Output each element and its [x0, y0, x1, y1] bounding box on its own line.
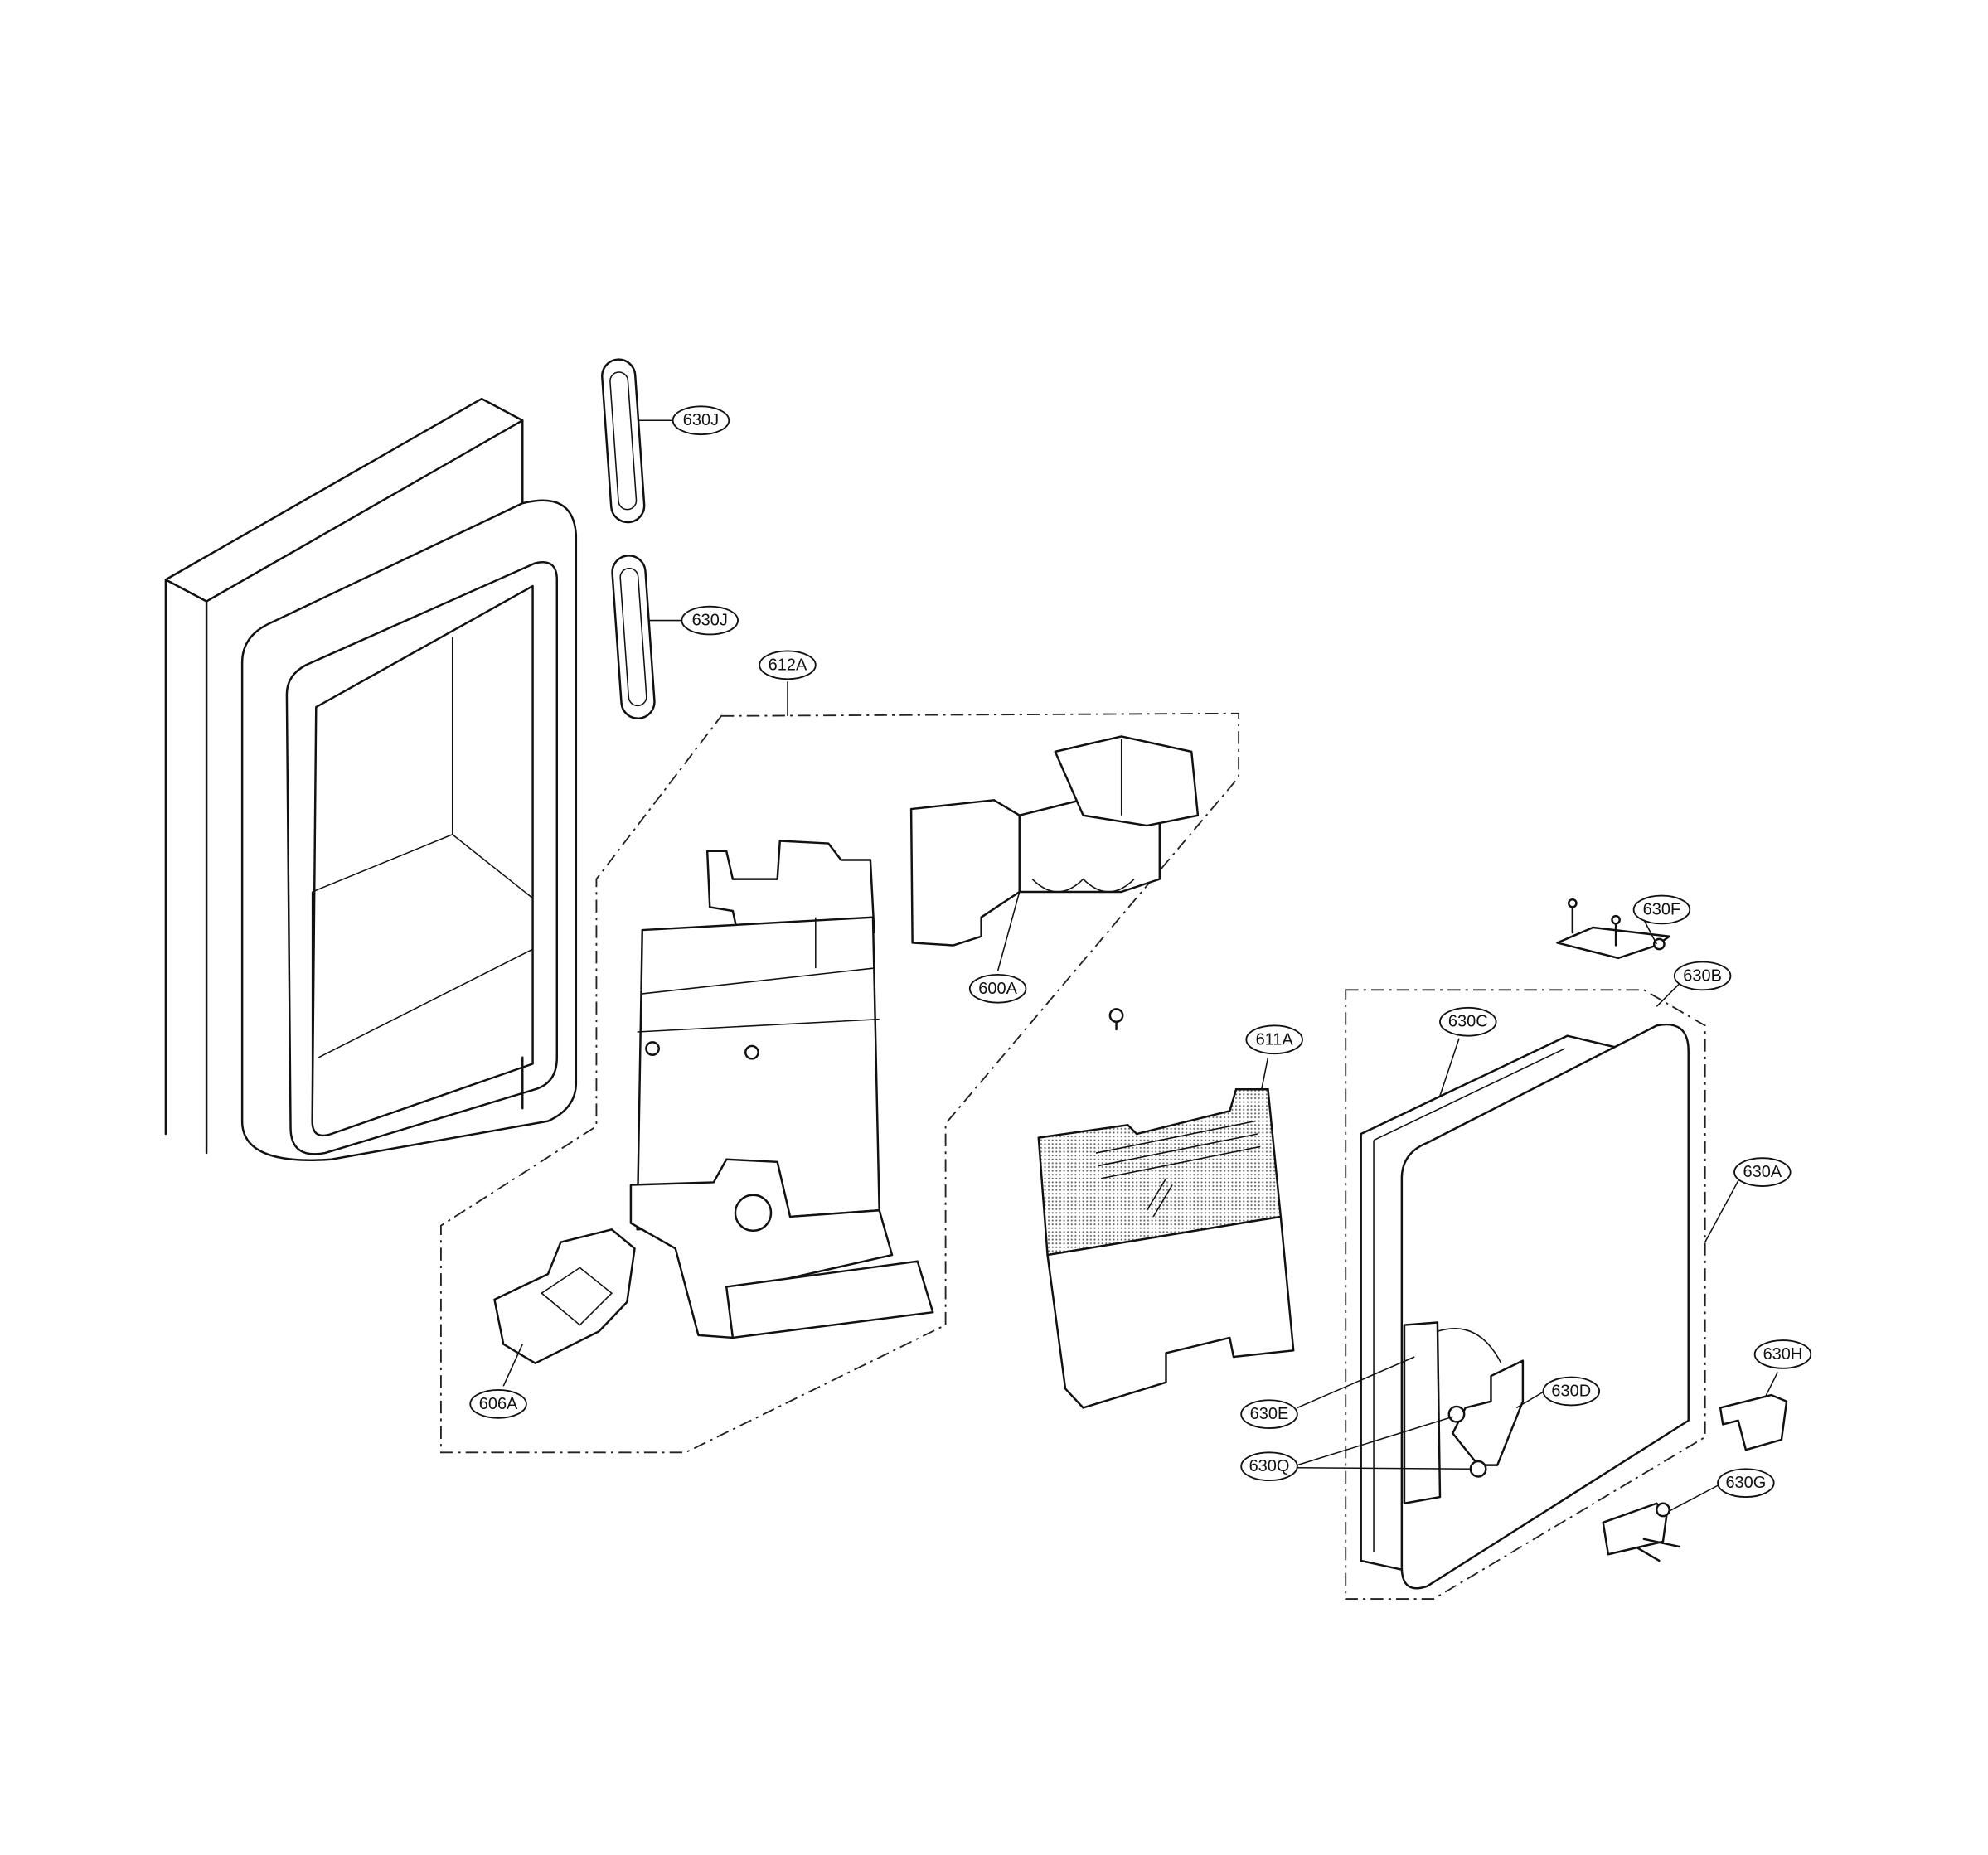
callout-label: 630A — [1743, 1163, 1782, 1181]
part-630J-bottom — [611, 555, 656, 719]
callout-label: 630C — [1448, 1013, 1488, 1031]
callout-label: 630Q — [1249, 1457, 1290, 1475]
callout-label: 630F — [1643, 900, 1681, 918]
callout-630C[interactable]: 630C — [1439, 1006, 1497, 1037]
screw-knob — [1108, 1008, 1124, 1031]
callout-label: 630J — [692, 612, 728, 630]
callout-label: 630B — [1683, 966, 1722, 985]
part-606A — [493, 1228, 636, 1364]
callout-label: 606A — [479, 1395, 518, 1413]
callout-label: 611A — [1256, 1030, 1294, 1049]
callout-630J-bottom[interactable]: 630J — [681, 605, 739, 636]
hinge-630F — [1556, 898, 1670, 960]
callout-630A[interactable]: 630A — [1733, 1157, 1792, 1187]
callout-label: 630H — [1763, 1345, 1803, 1363]
callout-label: 630G — [1725, 1474, 1766, 1492]
callout-630E[interactable]: 630E — [1240, 1399, 1298, 1429]
callout-630J-top[interactable]: 630J — [672, 405, 730, 436]
callout-label: 630D — [1551, 1383, 1591, 1401]
callout-label: 630J — [683, 411, 719, 429]
part-630H — [1719, 1393, 1788, 1451]
part-630J-top — [601, 358, 646, 524]
cover-611A — [1037, 1087, 1295, 1409]
door-frame — [164, 397, 578, 1161]
callout-630G[interactable]: 630G — [1717, 1468, 1775, 1499]
callout-label: 630E — [1250, 1405, 1289, 1423]
door-panel — [1400, 1023, 1690, 1590]
callout-606A[interactable]: 606A — [469, 1389, 527, 1419]
callout-611A[interactable]: 611A — [1245, 1024, 1303, 1055]
callout-630H[interactable]: 630H — [1753, 1339, 1812, 1369]
callout-612A[interactable]: 612A — [759, 650, 817, 680]
callout-600A[interactable]: 600A — [968, 973, 1027, 1004]
callout-630B[interactable]: 630B — [1673, 961, 1732, 991]
callout-630D[interactable]: 630D — [1542, 1376, 1601, 1407]
callout-label: 612A — [769, 656, 807, 674]
callout-630Q[interactable]: 630Q — [1240, 1451, 1298, 1482]
leader-lines — [502, 419, 1778, 1512]
ice-maker-600A — [909, 735, 1200, 947]
hinge-630G — [1602, 1502, 1681, 1562]
callout-label: 600A — [978, 980, 1017, 998]
callout-630F[interactable]: 630F — [1632, 894, 1691, 925]
dispenser-housing — [629, 840, 934, 1339]
